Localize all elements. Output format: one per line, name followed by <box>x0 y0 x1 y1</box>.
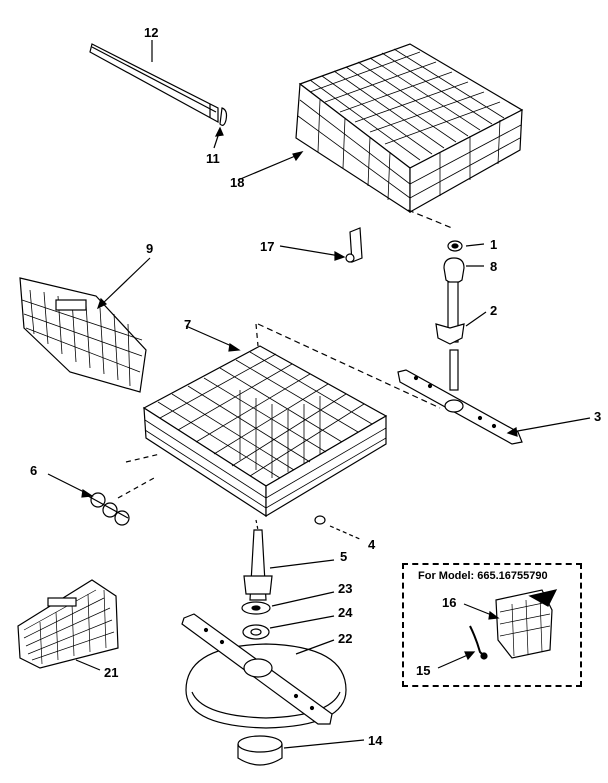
seal-ring-icon <box>237 735 283 766</box>
lower-rack-icon <box>142 345 388 518</box>
lower-spray-tower-icon <box>243 529 273 601</box>
callout-21: 21 <box>104 665 119 680</box>
callout-11: 11 <box>206 151 220 166</box>
callout-14: 14 <box>368 733 383 748</box>
callout-1: 1 <box>490 237 498 252</box>
callout-9: 9 <box>146 241 154 256</box>
cutlery-basket-icon <box>17 579 119 669</box>
callout-12: 12 <box>144 25 159 40</box>
silverware-basket-icon <box>19 277 147 393</box>
nut-icon <box>447 240 463 252</box>
rack-stop-icon <box>219 107 228 126</box>
feed-tube-icon <box>435 281 465 391</box>
callout-3: 3 <box>594 409 602 424</box>
callout-6: 6 <box>30 463 38 478</box>
callout-18: 18 <box>230 175 245 190</box>
clip-icon <box>469 625 488 660</box>
wheel-assembly-icon <box>87 492 130 526</box>
upper-rack-icon <box>295 43 524 214</box>
callout-16: 16 <box>442 595 457 610</box>
callout-2: 2 <box>490 303 498 318</box>
lower-spray-arm-icon <box>181 613 333 725</box>
rack-track-icon <box>89 43 219 124</box>
bearing-icon <box>242 624 270 640</box>
callout-23: 23 <box>338 581 353 596</box>
small-basket-icon <box>495 589 558 659</box>
callout-22: 22 <box>338 631 353 646</box>
upper-spray-arm-icon <box>397 369 523 445</box>
callout-8: 8 <box>490 259 498 274</box>
callout-5: 5 <box>340 549 348 564</box>
callout-7: 7 <box>184 317 192 332</box>
roller-icon <box>314 515 326 525</box>
model-note: For Model: 665.16755790 <box>418 570 548 582</box>
callout-15: 15 <box>416 663 431 678</box>
hub-icon <box>443 257 465 284</box>
callout-17: 17 <box>260 239 275 254</box>
washer-icon <box>241 601 271 615</box>
callout-4: 4 <box>368 537 376 552</box>
callout-24: 24 <box>338 605 353 620</box>
rack-clip-icon <box>345 227 363 263</box>
model-variant-box <box>402 563 582 687</box>
